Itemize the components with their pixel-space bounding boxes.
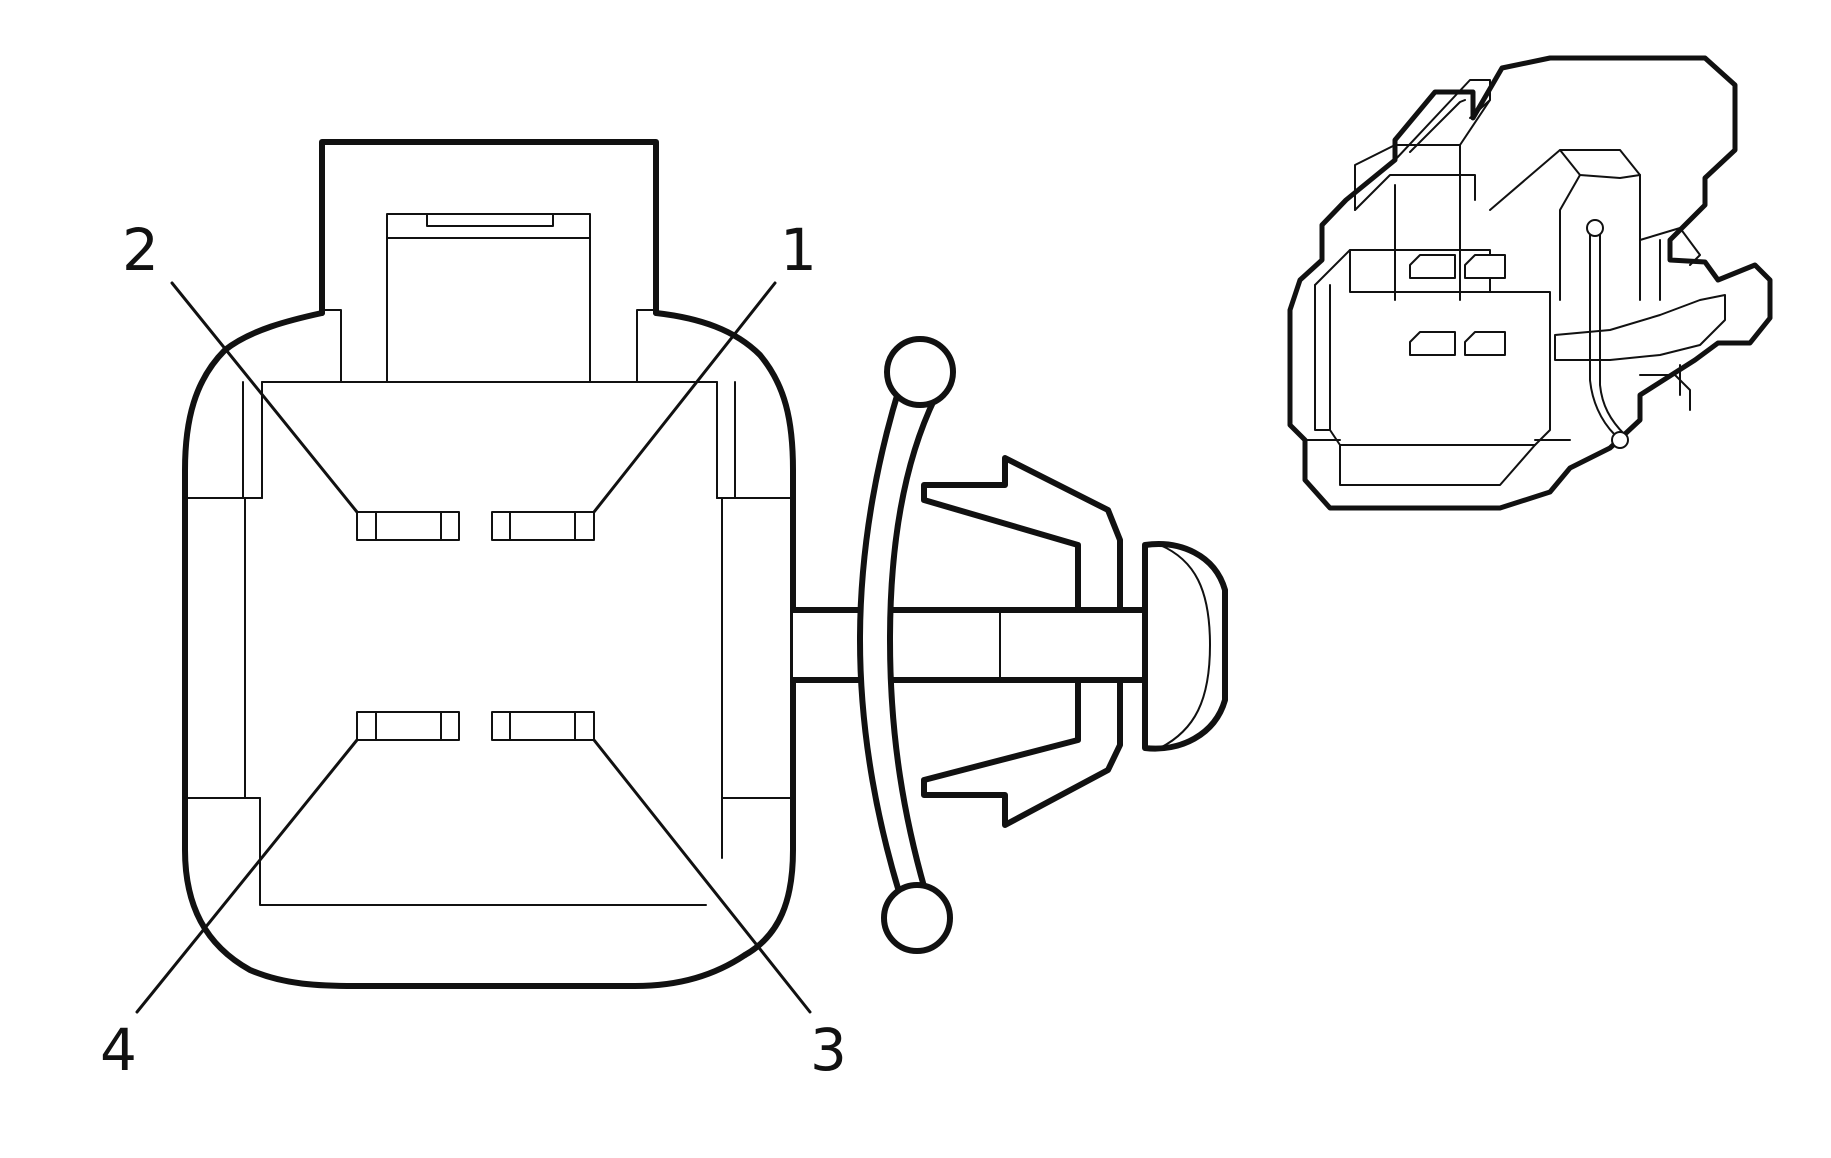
pin-label-2: 2 xyxy=(122,216,159,284)
latch-tower xyxy=(319,139,659,383)
pin-label-1: 1 xyxy=(780,216,817,284)
pin-cavity-4 xyxy=(356,711,460,741)
leader-line-2 xyxy=(170,281,359,514)
leader-line-4 xyxy=(135,738,359,1014)
pin-cavity-3 xyxy=(491,711,595,741)
leader-line-1 xyxy=(592,281,777,514)
connector-face-view: 2 1 4 3 xyxy=(100,139,847,1084)
pin-cavity-2 xyxy=(356,511,460,541)
leader-line-3 xyxy=(592,738,812,1014)
housing-outline xyxy=(182,310,748,989)
pin-cavity-1 xyxy=(491,511,595,541)
pin-label-3: 3 xyxy=(810,1016,847,1084)
connector-isometric-view xyxy=(1287,55,1773,511)
mounting-clip xyxy=(790,336,1228,954)
pin-label-4: 4 xyxy=(100,1016,137,1084)
